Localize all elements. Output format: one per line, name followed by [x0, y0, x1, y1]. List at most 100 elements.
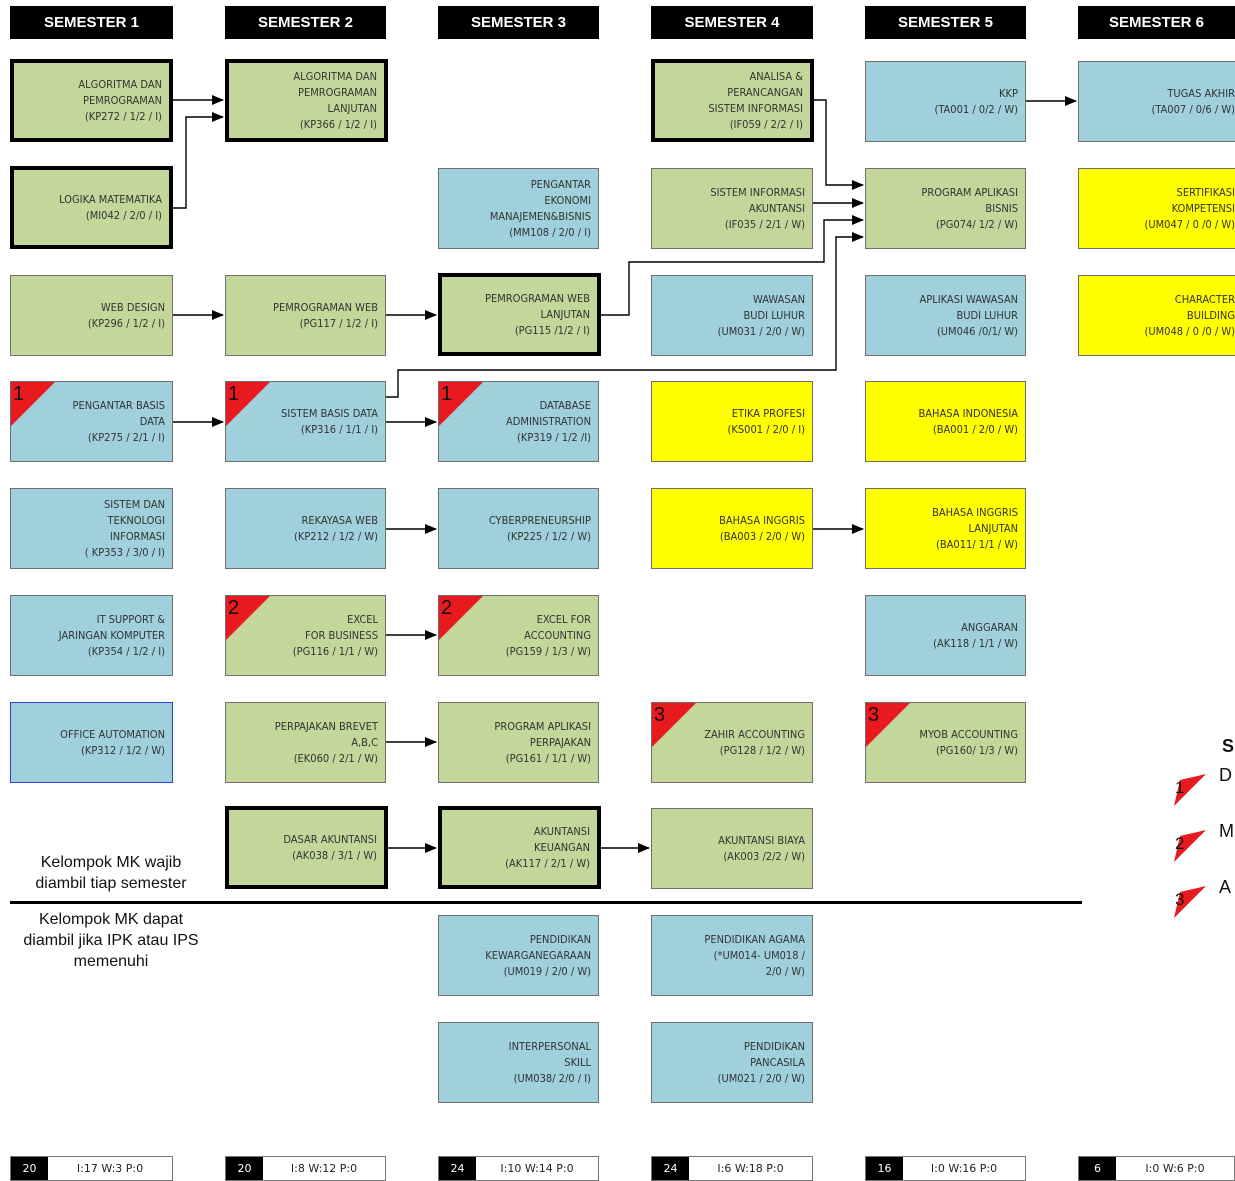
course-line: MYOB ACCOUNTING: [919, 727, 1018, 741]
course-line: PANCASILA: [750, 1055, 805, 1069]
course-line: (PG116 / 1/1 / W): [292, 644, 378, 658]
course-line: PROGRAM APLIKASI: [921, 185, 1018, 199]
course-line: (BA001 / 2/0 / W): [932, 422, 1018, 436]
course-line: (KP225 / 1/2 / W): [506, 529, 591, 543]
legend-flag-3: 3: [1170, 884, 1206, 920]
course-line: SERTIFIKASI: [1176, 185, 1235, 199]
group-divider: [10, 901, 1082, 904]
course-line: (PG128 / 1/2 / W): [719, 743, 805, 757]
semester-3-total: 24 I:10 W:14 P:0: [438, 1156, 599, 1181]
course-myob-accounting: MYOB ACCOUNTING (PG160/ 1/3 / W) 3: [865, 702, 1026, 783]
course-line: KOMPETENSI: [1171, 201, 1235, 215]
course-line: PROGRAM APLIKASI: [494, 719, 591, 733]
course-bahasa-inggris: BAHASA INGGRIS(BA003 / 2/0 / W): [651, 488, 813, 569]
course-line: SISTEM DAN: [103, 497, 165, 511]
course-rekayasa-web: REKAYASA WEB(KP212 / 1/2 / W): [225, 488, 386, 569]
course-line: ADMINISTRATION: [506, 414, 591, 428]
semester-5-header: SEMESTER 5: [865, 6, 1026, 39]
course-line: LANJUTAN: [968, 521, 1018, 535]
course-line: SISTEM BASIS DATA: [281, 406, 378, 420]
course-line: (PG117 / 1/2 / I): [299, 316, 378, 330]
legend-flag-1: 1: [1170, 772, 1206, 808]
total-sks: 20: [11, 1157, 48, 1180]
flag-number: 3: [868, 704, 880, 726]
course-line: DATA: [139, 414, 165, 428]
semester-1-total: 20 I:17 W:3 P:0: [10, 1156, 173, 1181]
course-line: KEUANGAN: [534, 840, 590, 854]
course-line: (AK118 / 1/1 / W): [933, 636, 1018, 650]
course-line: BISNIS: [985, 201, 1018, 215]
course-line: (UM046 /0/1/ W): [936, 324, 1018, 338]
total-detail: I:8 W:12 P:0: [263, 1157, 385, 1180]
legend-flag-number: 3: [1175, 890, 1185, 909]
legend-item-text: D: [1219, 765, 1232, 785]
course-line: (IF035 / 2/1 / W): [724, 217, 805, 231]
course-line: SISTEM INFORMASI: [710, 185, 805, 199]
course-line: (KP272 / 1/2 / I): [84, 109, 162, 123]
course-line: (KP316 / 1/1 / I): [300, 422, 378, 436]
total-detail: I:10 W:14 P:0: [476, 1157, 598, 1180]
course-line: (UM038/ 2/0 / I): [513, 1071, 591, 1085]
course-line: EXCEL: [347, 612, 378, 626]
course-line: TEKNOLOGI: [107, 513, 165, 527]
course-kkp: KKP(TA001 / 0/2 / W): [865, 61, 1026, 142]
course-line: PERPAJAKAN BREVET: [274, 719, 378, 733]
course-line: ETIKA PROFESI: [731, 406, 805, 420]
course-line: (TA001 / 0/2 / W): [934, 102, 1018, 116]
course-line: TUGAS AKHIR: [1167, 86, 1235, 100]
total-detail: I:0 W:16 P:0: [903, 1157, 1025, 1180]
course-line: LANJUTAN: [327, 101, 377, 115]
course-line: INFORMASI: [109, 529, 165, 543]
course-line: (EK060 / 2/1 / W): [293, 751, 378, 765]
course-tugas-akhir: TUGAS AKHIR (TA007 / 0/6 / W): [1078, 61, 1235, 142]
total-sks: 6: [1079, 1157, 1116, 1180]
course-line: (AK003 /2/2 / W): [723, 849, 805, 863]
note-wajib: Kelompok MK wajib diambil tiap semester: [35, 854, 187, 892]
course-line: AKUNTANSI: [748, 201, 805, 215]
course-line: INTERPERSONAL: [508, 1039, 591, 1053]
course-it-support: IT SUPPORT &JARINGAN KOMPUTER(KP354 / 1/…: [10, 595, 173, 676]
semester-2-header: SEMESTER 2: [225, 6, 386, 39]
course-line: CHARACTER: [1174, 292, 1235, 306]
course-line: (AK038 / 3/1 / W): [292, 848, 377, 862]
course-line: BUILDING: [1186, 308, 1235, 322]
total-sks: 16: [866, 1157, 903, 1180]
course-line: MANAJEMEN&BISNIS: [489, 209, 591, 223]
course-pendidikan-agama: PENDIDIKAN AGAMA (*UM014- UM018 / 2/0 / W): [651, 915, 813, 996]
legend-flag-2: 2: [1170, 828, 1206, 864]
course-line: PENDIDIKAN AGAMA: [704, 932, 805, 946]
course-line: DATABASE: [539, 398, 591, 412]
semester-1-header: SEMESTER 1: [10, 6, 173, 39]
course-line: (PG160/ 1/3 / W): [935, 743, 1018, 757]
course-line: (TA007 / 0/6 / W): [1151, 102, 1235, 116]
semester-6-header: SEMESTER 6: [1078, 6, 1235, 39]
course-line: BUDI LUHUR: [743, 308, 806, 322]
course-line: (AK117 / 2/1 / W): [505, 856, 590, 870]
course-line: (*UM014- UM018 /: [713, 948, 805, 962]
course-line: (IF059 / 2/2 / I): [729, 117, 803, 131]
flag-number: 1: [228, 383, 240, 405]
course-line: AKUNTANSI BIAYA: [718, 833, 805, 847]
course-line: 2/0 / W): [765, 964, 805, 978]
course-cyberpreneurship: CYBERPRENEURSHIP(KP225 / 1/2 / W): [438, 488, 599, 569]
course-line: LOGIKA MATEMATIKA: [59, 192, 162, 206]
course-office-automation: OFFICE AUTOMATION(KP312 / 1/2 / W): [10, 702, 173, 783]
legend-item-text: A: [1219, 877, 1232, 897]
course-line: EKONOMI: [544, 193, 591, 207]
course-pemrograman-web: PEMROGRAMAN WEB(PG117 / 1/2 / I): [225, 275, 386, 356]
course-line: LANJUTAN: [540, 307, 590, 321]
course-line: PEMROGRAMAN: [298, 85, 377, 99]
course-line: ACCOUNTING: [524, 628, 591, 642]
course-line: PEMROGRAMAN WEB: [485, 291, 590, 305]
course-line: OFFICE AUTOMATION: [60, 727, 165, 741]
course-line: (KP296 / 1/2 / I): [87, 316, 165, 330]
